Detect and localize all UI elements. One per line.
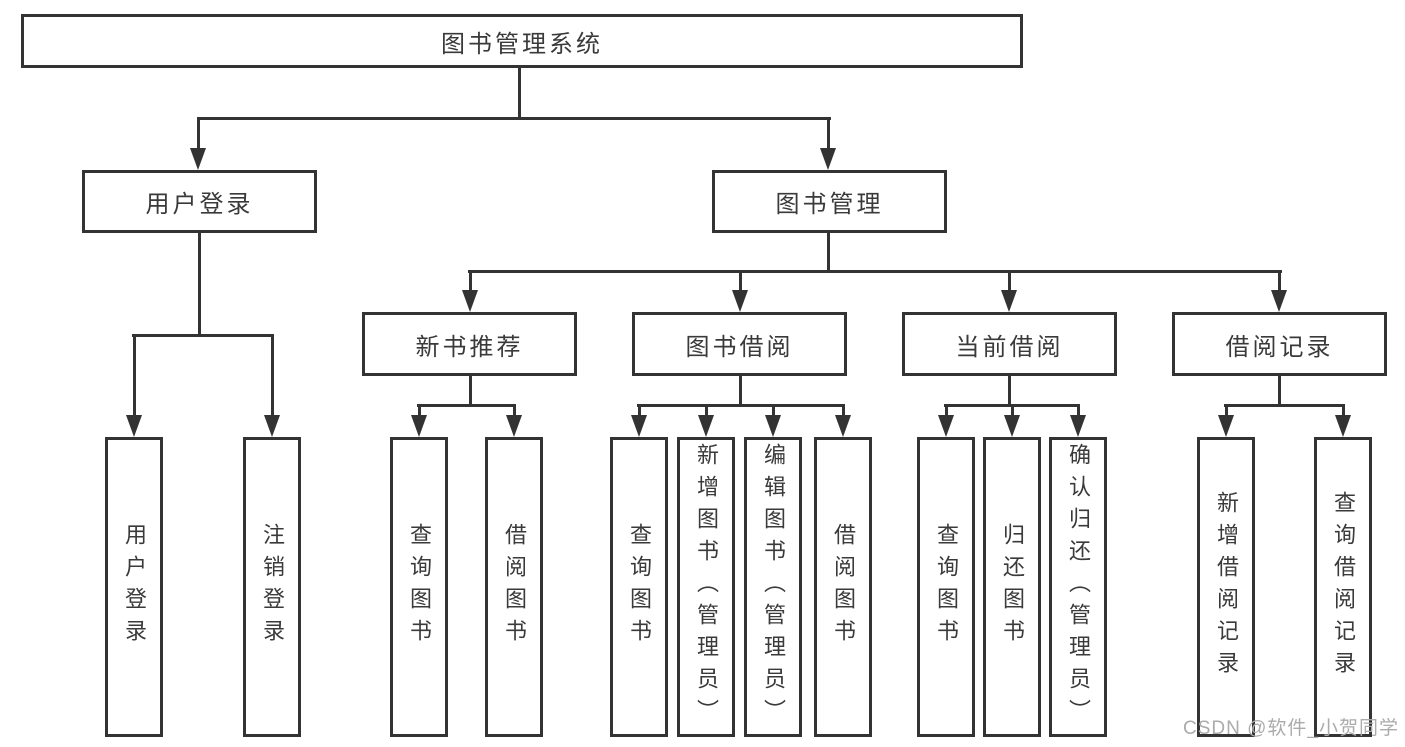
leaf-add-books-admin-label: 新增图书（管理员） (694, 443, 719, 731)
arrowhead-icon (1271, 290, 1287, 312)
node-user-login-label: 用户登录 (145, 191, 254, 218)
arrowhead-icon (835, 415, 851, 437)
leaf-logout-label: 注销登录 (260, 523, 285, 651)
arrowhead-icon (1001, 290, 1017, 312)
leaf-borrowing-query-books-label: 查询图书 (627, 523, 652, 651)
connector-vline (827, 233, 830, 272)
node-book-management: 图书管理 (712, 170, 947, 233)
connector-vline (271, 334, 274, 416)
connector-vline (772, 404, 775, 417)
arrowhead-icon (1004, 415, 1020, 437)
leaf-confirm-return-admin: 确认归还（管理员） (1049, 437, 1107, 737)
leaf-user-login-label: 用户登录 (122, 523, 147, 651)
csdn-watermark: CSDN @软件_小贺同学 (1183, 718, 1399, 739)
arrowhead-icon (126, 415, 142, 437)
connector-hline (637, 404, 845, 407)
arrowhead-icon (765, 415, 781, 437)
leaf-recommend-borrow-books: 借阅图书 (485, 437, 543, 737)
leaf-logout: 注销登录 (243, 437, 301, 737)
connector-hline (417, 404, 516, 407)
connector-hline (197, 117, 831, 120)
leaf-borrowing-query-books: 查询图书 (610, 437, 668, 737)
arrowhead-icon (506, 415, 522, 437)
leaf-return-books: 归还图书 (983, 437, 1041, 737)
leaf-recommend-query-books-label: 查询图书 (407, 523, 432, 651)
node-book-borrowing: 图书借阅 (632, 312, 847, 376)
connector-hline (468, 270, 1282, 273)
connector-vline (1077, 404, 1080, 417)
leaf-borrow-books: 借阅图书 (814, 437, 872, 737)
leaf-query-borrow-record-label: 查询借阅记录 (1331, 491, 1356, 683)
connector-vline (133, 334, 136, 416)
node-borrow-records-label: 借阅记录 (1225, 333, 1334, 361)
connector-vline (197, 117, 200, 151)
arrowhead-icon (1335, 415, 1351, 437)
arrowhead-icon (462, 290, 478, 312)
connector-vline (469, 376, 472, 407)
connector-vline (705, 404, 708, 417)
connector-vline (198, 233, 201, 336)
arrowhead-icon (820, 148, 836, 170)
arrowhead-icon (190, 148, 206, 170)
connector-vline (945, 404, 948, 417)
leaf-recommend-query-books: 查询图书 (390, 437, 448, 737)
leaf-borrow-books-label: 借阅图书 (831, 523, 856, 651)
connector-vline (739, 376, 742, 407)
node-borrow-records: 借阅记录 (1172, 312, 1387, 376)
leaf-user-login: 用户登录 (105, 437, 163, 737)
connector-vline (1011, 404, 1014, 417)
connector-vline (513, 404, 516, 417)
connector-vline (518, 68, 521, 118)
connector-vline (1225, 404, 1228, 417)
node-user-login: 用户登录 (82, 170, 317, 233)
leaf-return-books-label: 归还图书 (1000, 523, 1025, 651)
leaf-edit-books-admin-label: 编辑图书（管理员） (761, 443, 786, 731)
connector-vline (1278, 376, 1281, 407)
connector-vline (638, 404, 641, 417)
arrowhead-icon (938, 415, 954, 437)
connector-vline (1008, 376, 1011, 407)
connector-vline (842, 404, 845, 417)
node-new-book-recommend: 新书推荐 (362, 312, 577, 376)
arrowhead-icon (1218, 415, 1234, 437)
connector-vline (469, 270, 472, 291)
connector-hline (132, 334, 274, 337)
node-current-borrowing-label: 当前借阅 (955, 333, 1064, 361)
node-root: 图书管理系统 (21, 14, 1023, 68)
node-new-book-recommend-label: 新书推荐 (415, 333, 524, 361)
arrowhead-icon (264, 415, 280, 437)
connector-hline (1224, 404, 1345, 407)
leaf-recommend-borrow-books-label: 借阅图书 (502, 523, 527, 651)
connector-vline (1342, 404, 1345, 417)
node-book-management-label: 图书管理 (775, 191, 884, 218)
connector-vline (827, 117, 830, 151)
arrowhead-icon (411, 415, 427, 437)
arrowhead-icon (732, 290, 748, 312)
node-book-borrowing-label: 图书借阅 (685, 333, 794, 361)
connector-vline (1278, 270, 1281, 291)
leaf-add-borrow-record: 新增借阅记录 (1197, 437, 1255, 737)
arrowhead-icon (1070, 415, 1086, 437)
arrowhead-icon (631, 415, 647, 437)
arrowhead-icon (698, 415, 714, 437)
node-root-label: 图书管理系统 (441, 30, 603, 58)
leaf-current-query-books-label: 查询图书 (934, 523, 959, 651)
connector-vline (739, 270, 742, 291)
leaf-add-borrow-record-label: 新增借阅记录 (1214, 491, 1239, 683)
connector-vline (1008, 270, 1011, 291)
leaf-confirm-return-admin-label: 确认归还（管理员） (1066, 443, 1091, 731)
leaf-edit-books-admin: 编辑图书（管理员） (744, 437, 802, 737)
node-current-borrowing: 当前借阅 (902, 312, 1117, 376)
leaf-current-query-books: 查询图书 (917, 437, 975, 737)
leaf-add-books-admin: 新增图书（管理员） (677, 437, 735, 737)
leaf-query-borrow-record: 查询借阅记录 (1314, 437, 1372, 737)
connector-vline (418, 404, 421, 417)
